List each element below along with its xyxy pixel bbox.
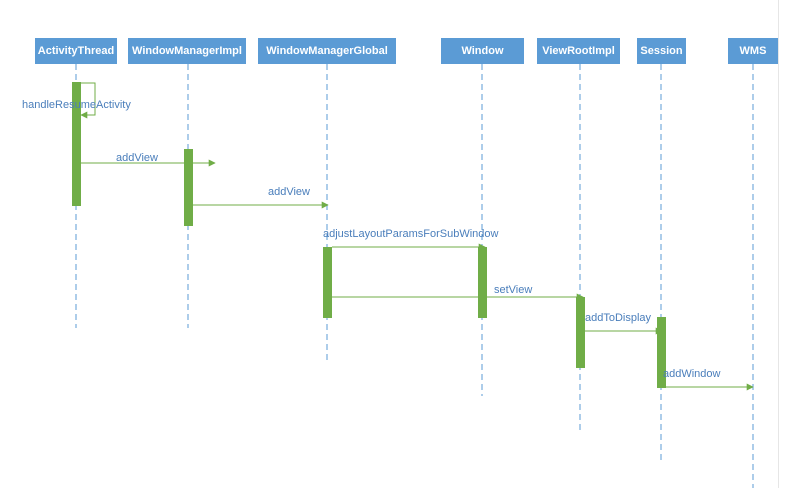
activation-session (657, 317, 666, 388)
participant-session: Session (637, 38, 686, 64)
activation-windowmanagerimpl (184, 149, 193, 226)
message-arrow-handleresumeactivity (80, 82, 96, 119)
participant-window: Window (441, 38, 524, 64)
participant-activitythread: ActivityThread (35, 38, 117, 64)
message-label-setview: setView (494, 284, 532, 296)
activation-windowmanagerglobal (323, 247, 332, 318)
message-label-addtodisplay: addToDisplay (585, 312, 652, 324)
activation-viewrootimpl (576, 297, 585, 368)
participant-windowmanagerimpl: WindowManagerImpl (128, 38, 246, 64)
participant-windowmanagerglobal: WindowManagerGlobal (258, 38, 396, 64)
message-label-adjustlayoutparams: adjustLayoutParamsForSubWindow (323, 228, 499, 240)
participant-wms: WMS (728, 38, 778, 64)
message-label-addwindow: addWindow (663, 368, 721, 380)
message-label-addview-2: addView (268, 186, 310, 198)
message-label-addview-1: addView (116, 152, 158, 164)
activation-activitythread (72, 82, 81, 206)
activation-window (478, 247, 487, 318)
right-edge-divider (778, 0, 779, 488)
message-label-handleresumeactivity: handleResumeActivity (22, 99, 131, 111)
participant-viewrootimpl: ViewRootImpl (537, 38, 620, 64)
